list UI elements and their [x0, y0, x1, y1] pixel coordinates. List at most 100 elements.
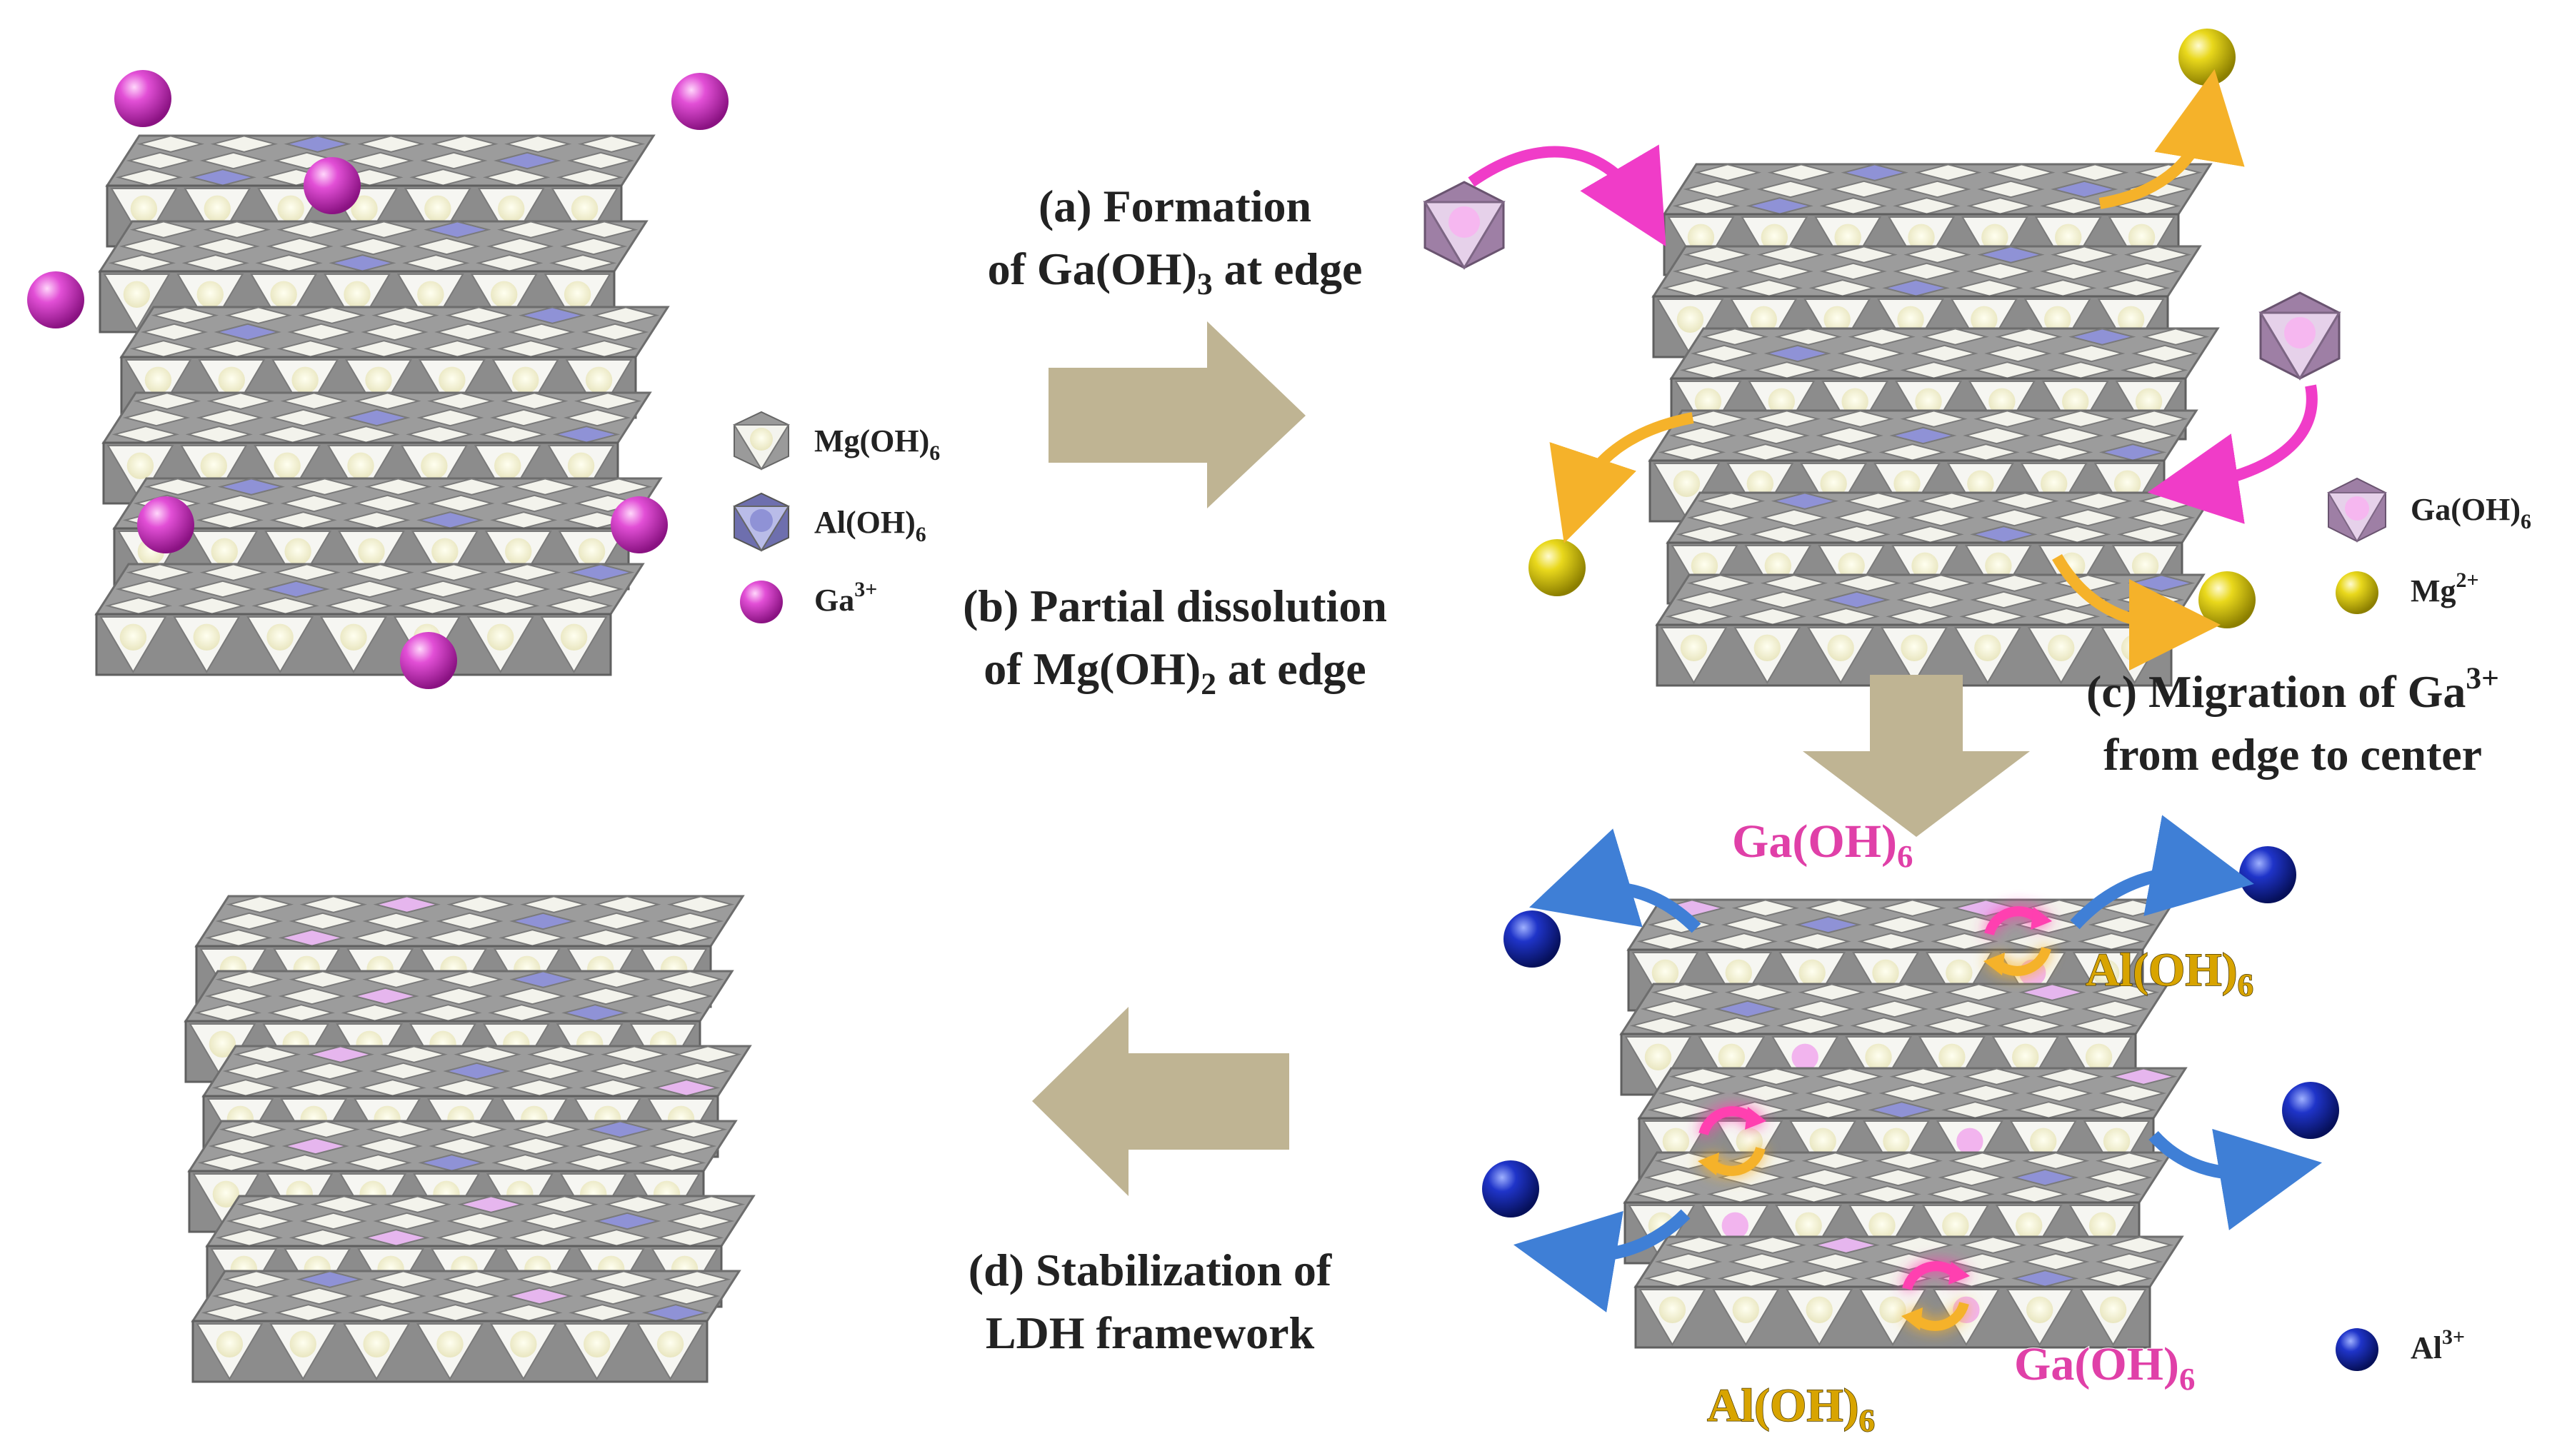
octahedron-top	[409, 169, 477, 186]
octahedron-top	[2051, 180, 2118, 199]
octahedron-top	[1988, 164, 2056, 181]
octahedron-top	[203, 221, 271, 239]
octahedron-top	[406, 426, 474, 443]
octahedron-top	[201, 1304, 269, 1322]
svg-text:Ga(OH)6: Ga(OH)6	[1732, 815, 1913, 874]
octahedron-top	[1776, 1017, 1844, 1035]
octahedron-top	[569, 1304, 636, 1322]
octahedron-top	[1830, 180, 1898, 199]
octahedron-top	[2068, 328, 2136, 346]
octahedron-top	[1819, 262, 1887, 281]
octahedron-top	[266, 237, 334, 256]
octahedron-top	[140, 323, 209, 341]
octahedron-top	[1760, 508, 1828, 527]
octahedron-top	[2102, 279, 2171, 297]
octahedron-top	[420, 563, 488, 581]
octahedron-top	[214, 323, 281, 341]
octahedron-top	[1753, 410, 1821, 428]
octahedron-top	[357, 135, 425, 153]
octahedron-top	[1889, 1068, 1957, 1085]
octahedron-top	[2033, 608, 2101, 626]
octahedron-top	[189, 169, 256, 186]
step-b-line2-end: at edge	[1216, 643, 1366, 694]
octahedron-top	[1693, 164, 1762, 181]
octahedron-top	[298, 306, 366, 324]
octahedron-top	[2043, 591, 2111, 609]
octahedron-top	[1868, 915, 1936, 934]
octahedron-top	[111, 426, 180, 443]
al-ion	[1482, 1160, 1539, 1217]
octahedron-top	[509, 912, 577, 930]
octahedron-top	[413, 237, 481, 256]
octahedron-top	[1853, 1185, 1921, 1203]
octahedron-top	[576, 1137, 644, 1155]
octahedron-top	[1749, 591, 1817, 609]
octahedron-top	[583, 1229, 651, 1247]
step-a-line1: (a) Formation	[1039, 181, 1311, 231]
octahedron-top	[561, 1004, 629, 1022]
octahedron-top	[1970, 591, 2038, 609]
octahedron-top	[233, 1045, 301, 1063]
octahedron-top	[527, 1045, 595, 1063]
svg-text:(c) Migration of Ga3+: (c) Migration of Ga3+	[2086, 661, 2499, 717]
octahedron-top	[601, 1045, 669, 1063]
octahedron-top	[520, 895, 588, 913]
octahedron-top	[1900, 410, 1968, 428]
octahedron-top	[1783, 933, 1851, 950]
octahedron-top	[1672, 197, 1741, 215]
octahedron-top	[1746, 262, 1813, 281]
octahedron-top	[1878, 443, 1946, 461]
octahedron-top	[208, 1137, 276, 1155]
legend-al-ion-label: Al	[2411, 1330, 2442, 1365]
octahedron-top	[2022, 1152, 2090, 1170]
octahedron-top	[483, 580, 551, 598]
octahedral-sheet	[119, 306, 670, 419]
octahedron-top	[1728, 1252, 1796, 1271]
octahedron-top	[1934, 1000, 2002, 1018]
svg-text:Mg2+: Mg2+	[2411, 568, 2479, 608]
octahedron-top	[1787, 1000, 1855, 1018]
octahedron-top	[1841, 164, 1908, 181]
octahedron-top	[416, 511, 484, 529]
octahedron-top	[1731, 443, 1799, 461]
octahedron-top	[2113, 197, 2181, 215]
octahedron-top	[251, 597, 319, 615]
octahedron-top	[1731, 899, 1799, 917]
octahedron-top	[504, 135, 572, 153]
octahedron-top	[1830, 246, 1898, 263]
al-ion	[1503, 910, 1561, 968]
octahedron-top	[289, 912, 356, 930]
octahedron-top	[499, 929, 566, 947]
octahedron-top	[2004, 933, 2072, 950]
octahedron-top	[2084, 1270, 2153, 1287]
octahedron-top	[1948, 1252, 2016, 1271]
octahedron-top	[584, 478, 653, 496]
step-c-line1: (c) Migration of Ga	[2086, 666, 2466, 717]
octahedron-top	[563, 408, 631, 427]
octahedron-top	[438, 478, 506, 496]
octahedron-top	[577, 135, 646, 153]
octahedron-top	[204, 929, 273, 947]
octahedron-top	[181, 254, 249, 272]
octahedron-top	[490, 511, 558, 529]
octahedron-top	[421, 1304, 489, 1322]
octahedron-top	[206, 494, 274, 513]
octahedron-top	[591, 306, 660, 324]
octahedron-top	[1710, 933, 1778, 950]
octahedron-top	[1801, 1252, 1869, 1271]
octahedron-top	[1973, 361, 2041, 379]
octahedron-top	[2098, 1084, 2167, 1103]
octahedron-top	[431, 135, 499, 153]
octahedron-top	[2091, 983, 2160, 1001]
orange-arrow-left	[1549, 412, 1694, 543]
octahedron-top	[1658, 443, 1726, 461]
octahedron-top	[1966, 197, 2034, 215]
octahedron-top	[2015, 1101, 2083, 1119]
octahedron-top	[348, 1304, 416, 1322]
mg-ion	[2178, 29, 2236, 86]
exchange-label-bottom-al-oh6-subscript: 6	[1859, 1402, 1875, 1438]
octahedron-top	[346, 563, 414, 581]
mg-oh6-legend-icon	[733, 411, 790, 471]
octahedron-top	[1959, 608, 2027, 626]
octahedron-top	[579, 1287, 647, 1305]
